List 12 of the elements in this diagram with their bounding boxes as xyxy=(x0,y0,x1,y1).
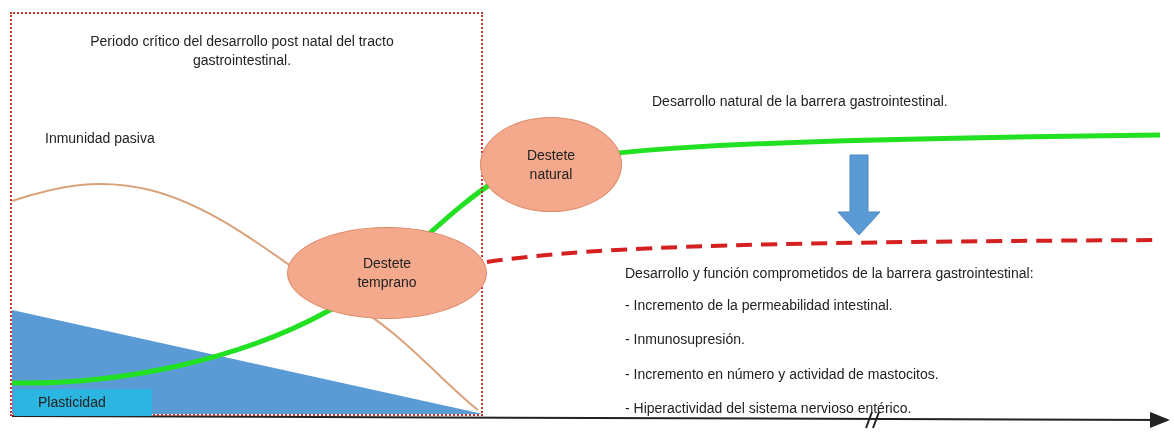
ellipse-label: Destete natural xyxy=(525,145,577,184)
band-label: Plasticidad xyxy=(38,393,106,412)
period-heading: Periodo crítico del desarrollo post natal del tracto gastrointestinal. xyxy=(89,32,395,70)
list-item: - Incremento de la permeabilidad intestinal. xyxy=(625,297,893,313)
curve-label: Inmunidad pasiva xyxy=(45,130,155,146)
list-item: - Hiperactividad del sistema nervioso entérico. xyxy=(625,400,912,416)
ellipse-label: Destete temprano xyxy=(356,254,418,292)
curve-label: Desarrollo natural de la barrera gastrointestinal. xyxy=(652,93,948,109)
list-item: - Incremento en número y actividad de mastocitos. xyxy=(625,366,939,382)
plasticity-band xyxy=(14,389,152,416)
list-heading: Desarrollo y función comprometidos de la barrera gastrointestinal: xyxy=(625,265,1034,281)
list-item: - Inmunosupresión. xyxy=(625,331,745,347)
